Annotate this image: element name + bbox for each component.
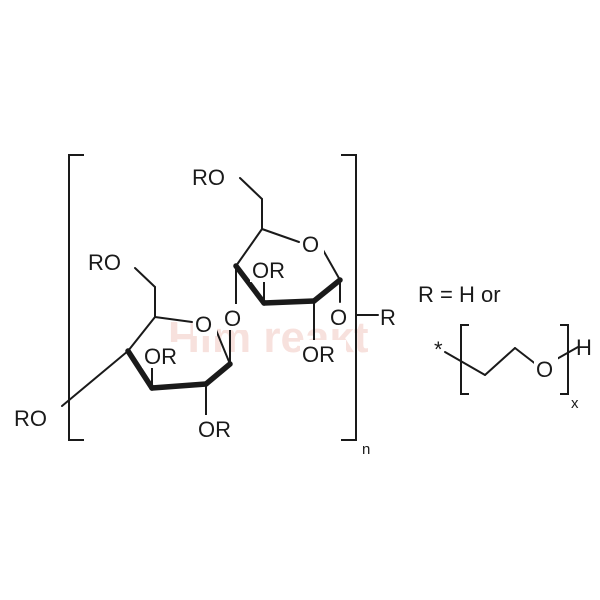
legend-repeat-subscript-x: x bbox=[571, 395, 579, 412]
label-ro-far-left: RO bbox=[14, 406, 47, 431]
left-glucose-ring bbox=[61, 265, 237, 416]
label-o-ring-right: O bbox=[302, 232, 319, 257]
right-glucose-ring bbox=[233, 177, 379, 341]
repeat-subscript-n: n bbox=[362, 441, 370, 458]
label-or-left-lower: OR bbox=[198, 417, 231, 442]
legend-star: * bbox=[434, 337, 443, 362]
legend-right-bracket bbox=[560, 324, 569, 395]
left-repeat-bracket bbox=[68, 154, 84, 441]
label-r-end: R bbox=[380, 305, 396, 330]
legend-left-bracket bbox=[460, 324, 469, 395]
label-ro-top: RO bbox=[192, 165, 225, 190]
atom-labels: RO O OR O R OR RO O O OR RO OR bbox=[12, 162, 396, 442]
label-o-ring-left: O bbox=[195, 312, 212, 337]
legend-text: R = H or bbox=[418, 282, 501, 307]
label-or-right-upper: OR bbox=[252, 258, 285, 283]
label-o-glycosidic-right: O bbox=[330, 305, 347, 330]
legend-hydrogen: H bbox=[576, 335, 592, 360]
legend-oxygen: O bbox=[536, 357, 553, 382]
right-repeat-bracket bbox=[341, 154, 357, 441]
label-ro-left-ch2: RO bbox=[88, 250, 121, 275]
label-or-right-lower: OR bbox=[302, 342, 335, 367]
label-or-left-upper: OR bbox=[144, 344, 177, 369]
label-o-glycosidic-link: O bbox=[224, 306, 241, 331]
substituent-legend: R = H or * O H x bbox=[418, 282, 592, 412]
